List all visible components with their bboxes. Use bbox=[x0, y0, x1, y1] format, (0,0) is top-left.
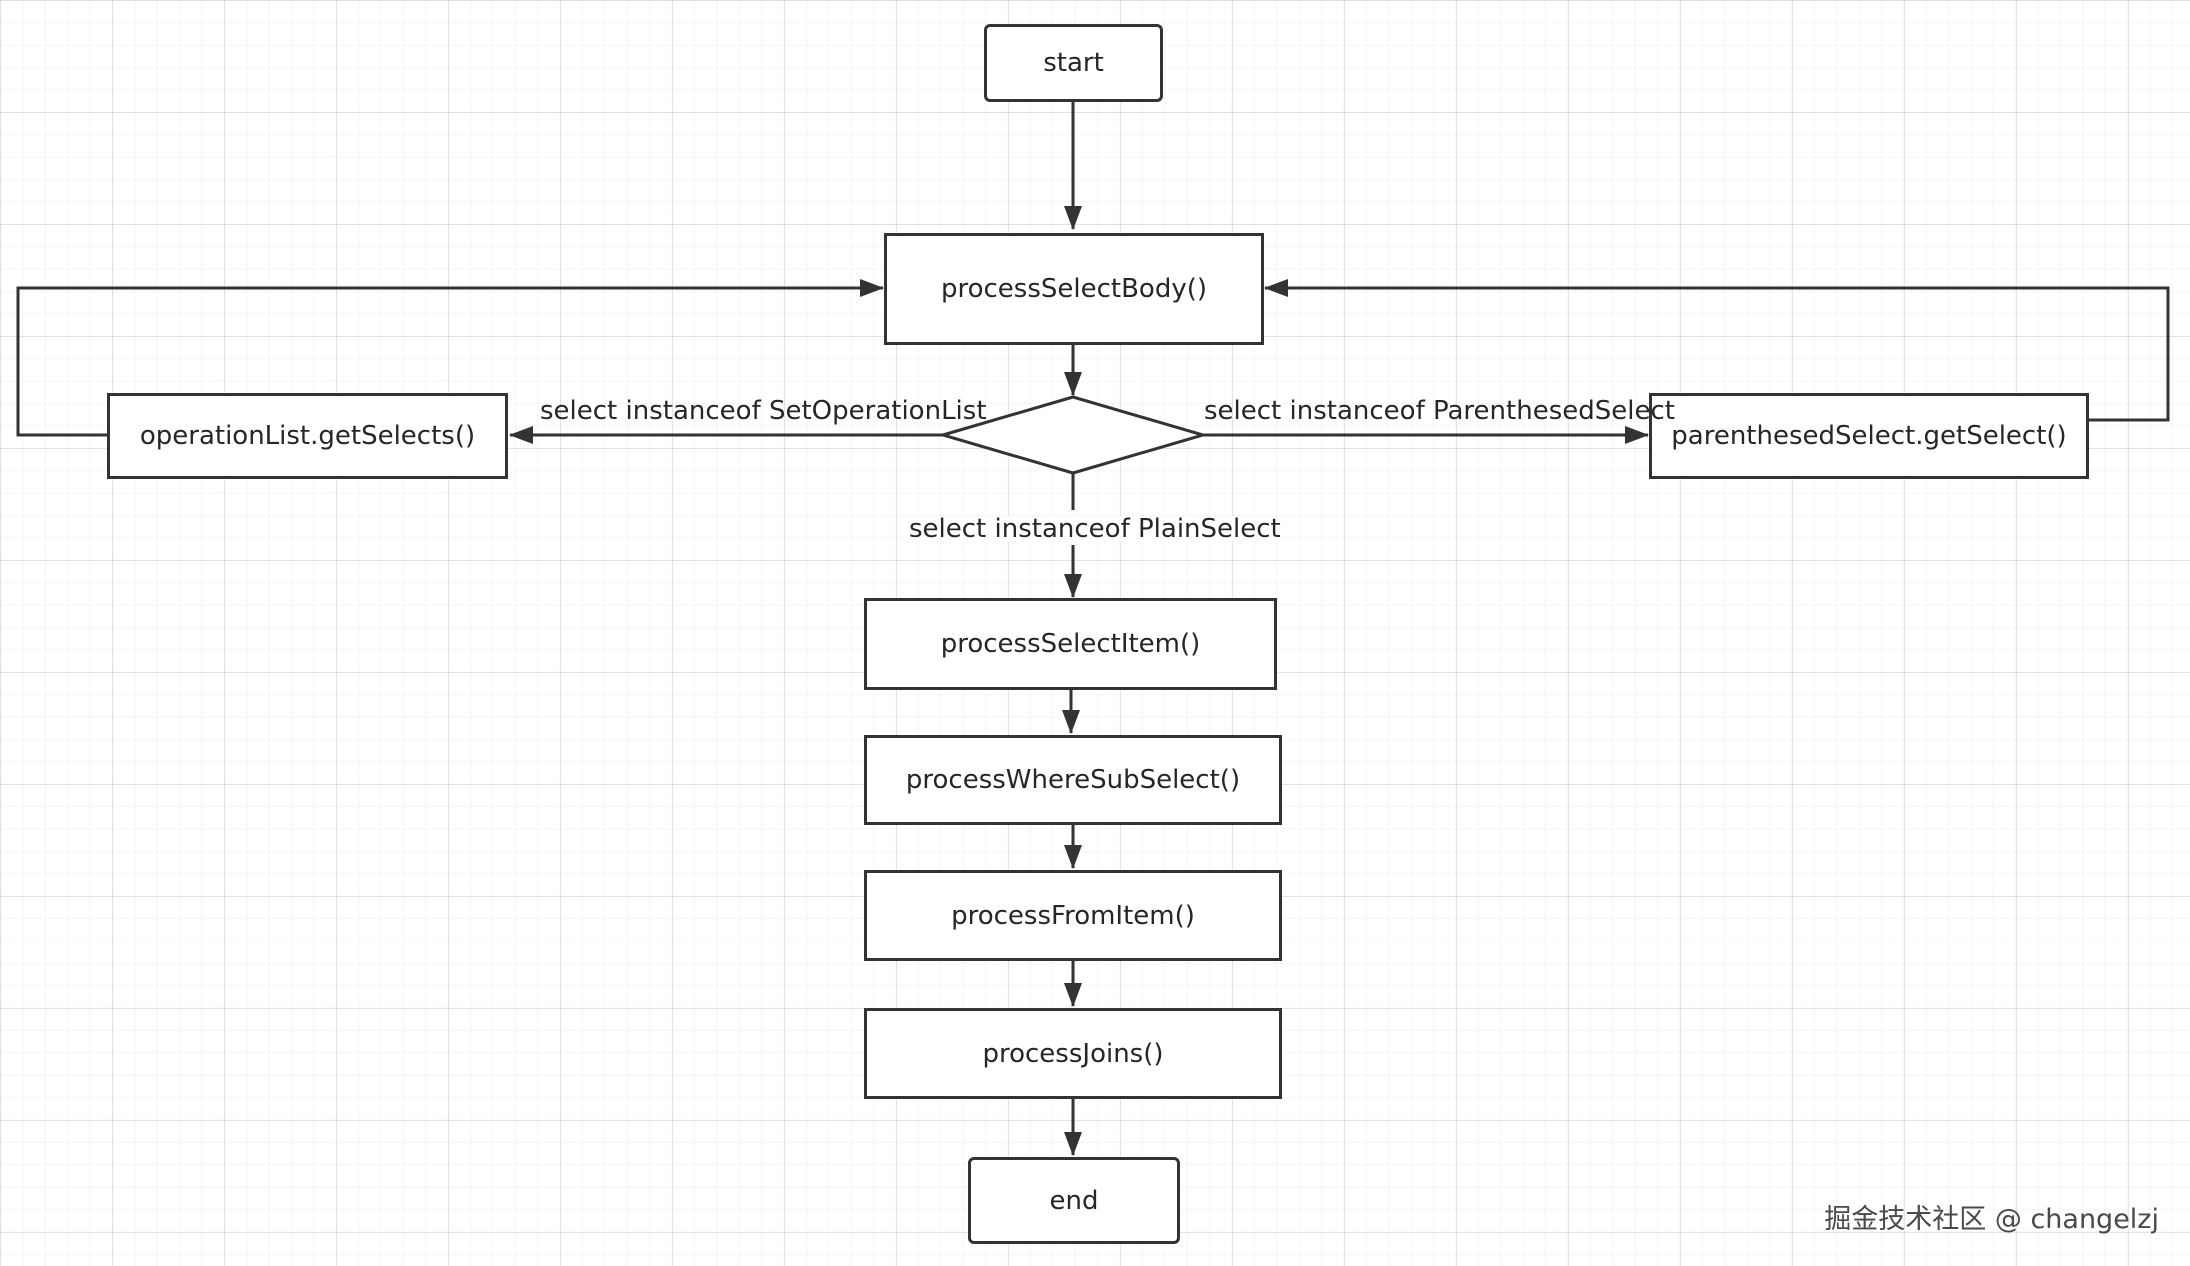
parenthesed-select-label: parenthesedSelect.getSelect() bbox=[1671, 421, 2067, 451]
process-from-item-node: processFromItem() bbox=[864, 870, 1282, 961]
process-select-body-node: processSelectBody() bbox=[884, 233, 1264, 345]
process-select-item-label: processSelectItem() bbox=[940, 629, 1201, 659]
process-joins-label: processJoins() bbox=[982, 1038, 1164, 1069]
edge-label-plain-select: select instanceof PlainSelect bbox=[907, 514, 1283, 544]
process-from-item-label: processFromItem() bbox=[951, 900, 1195, 931]
process-select-item-node: processSelectItem() bbox=[864, 598, 1277, 690]
process-joins-node: processJoins() bbox=[864, 1008, 1282, 1099]
operation-list-node: operationList.getSelects() bbox=[107, 393, 508, 479]
start-node: start bbox=[984, 24, 1163, 102]
process-select-body-label: processSelectBody() bbox=[940, 274, 1208, 304]
end-node: end bbox=[968, 1157, 1180, 1244]
edge-parenthesed-select-loop bbox=[1264, 279, 2170, 422]
watermark: 掘金技术社区 @ changelzj bbox=[1824, 1204, 2159, 1235]
edge-label-parenthesed-select: select instanceof ParenthesedSelect bbox=[1204, 396, 1675, 426]
edge-label-set-operation-list: select instanceof SetOperationList bbox=[540, 396, 987, 426]
edge-operation-list-loop bbox=[16, 279, 884, 437]
start-node-label: start bbox=[1043, 48, 1104, 78]
end-node-label: end bbox=[1049, 1185, 1099, 1216]
process-where-sub-select-label: processWhereSubSelect() bbox=[905, 765, 1241, 795]
operation-list-label: operationList.getSelects() bbox=[139, 421, 476, 451]
process-where-sub-select-node: processWhereSubSelect() bbox=[864, 735, 1282, 825]
parenthesed-select-node: parenthesedSelect.getSelect() bbox=[1649, 393, 2089, 479]
